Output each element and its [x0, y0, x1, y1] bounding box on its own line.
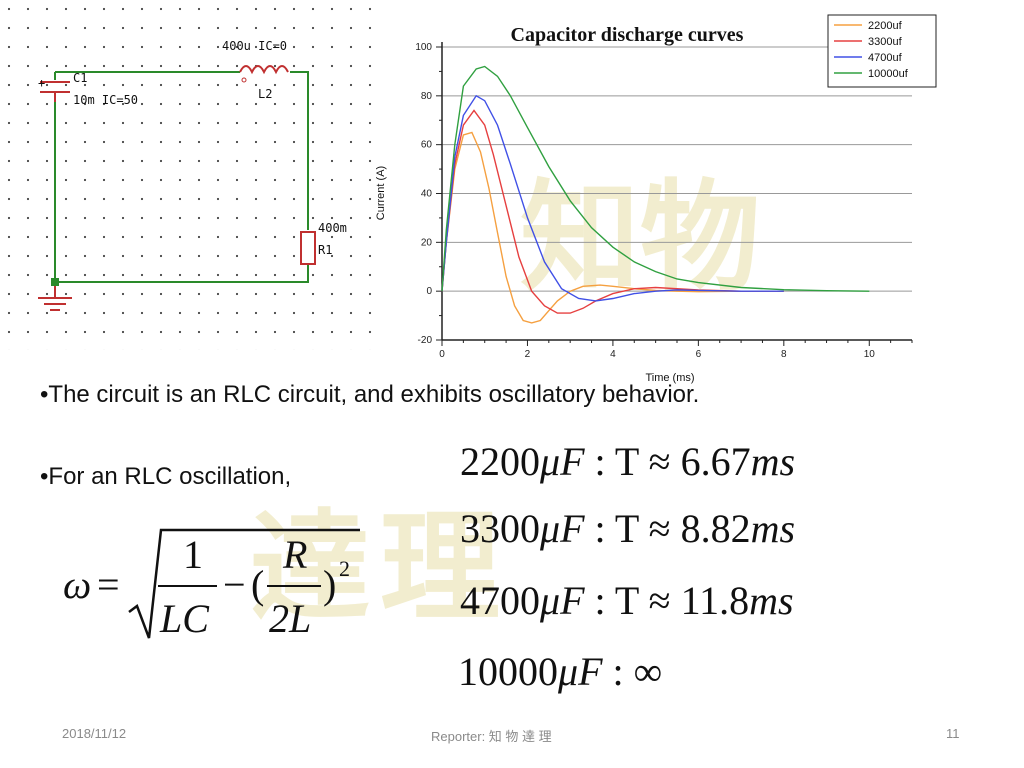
- watermark-char-1: 知: [520, 167, 640, 308]
- y-tick-label: 0: [426, 286, 432, 297]
- capacitor-plus: +: [38, 76, 45, 90]
- minus-sign: −: [223, 562, 246, 607]
- c1-name: C1: [73, 71, 87, 85]
- cap-value: 3300: [460, 506, 540, 551]
- x-tick-label: 0: [439, 349, 445, 360]
- y-tick-label: 40: [421, 189, 433, 200]
- period-unit: ms: [749, 578, 794, 623]
- period-unit: ms: [750, 506, 796, 551]
- y-tick-label: -20: [418, 335, 433, 346]
- inductor-l2: [239, 65, 289, 75]
- r1-value: 400m: [318, 221, 347, 235]
- inductor-dot: [241, 77, 247, 83]
- legend-label: 10000uf: [868, 68, 909, 80]
- x-tick-label: 8: [781, 349, 787, 360]
- watermark-char-3: 達: [250, 497, 370, 638]
- paren-open: (: [251, 562, 264, 607]
- omega-symbol: ω: [63, 562, 91, 607]
- c1-value: 10m IC=50: [73, 93, 138, 107]
- footer-date: 2018/11/12: [62, 726, 127, 741]
- equals-sign: =: [97, 562, 120, 607]
- y-tick-label: 100: [415, 42, 432, 53]
- circuit-wires: [54, 71, 309, 283]
- cap-value: 4700: [460, 578, 540, 623]
- period-unit: ms: [750, 439, 796, 484]
- paren-close: ): [323, 562, 336, 607]
- x-tick-label: 2: [525, 349, 531, 360]
- period-text: : T ≈ 6.67: [594, 439, 751, 484]
- l2-name: L2: [258, 87, 272, 101]
- period-text: : T ≈ 8.82: [594, 506, 751, 551]
- capacitor-c1: [40, 81, 70, 102]
- watermark-char-4: 理: [380, 497, 500, 638]
- superscript-two: 2: [339, 556, 350, 581]
- period-text: : T ≈ 11.8: [594, 578, 750, 623]
- bullet-rlc-oscillation: •For an RLC oscillation,: [40, 463, 292, 490]
- series-line-4700uf: [441, 94, 784, 302]
- y-axis-label: Current (A): [375, 166, 387, 220]
- denominator-2l: 2L: [269, 596, 311, 641]
- footer-reporter: Reporter: 知 物 達 理: [431, 729, 552, 744]
- period-2200: 2200μF : T ≈ 6.67ms: [460, 438, 795, 485]
- l2-value: 400u IC=0: [222, 39, 287, 53]
- y-tick-label: 80: [421, 91, 433, 102]
- cap-value: 2200: [460, 439, 540, 484]
- schematic-grid: [0, 0, 380, 350]
- x-tick-label: 10: [864, 349, 876, 360]
- legend-label: 2200uf: [868, 20, 903, 32]
- y-tick-label: 60: [421, 140, 433, 151]
- numerator-one: 1: [183, 532, 203, 577]
- cap-unit: μF: [540, 578, 585, 623]
- circuit-schematic: + C1 10m IC=50 400u IC=0 L2 400m R1: [0, 0, 380, 350]
- sqrt-sign: [128, 528, 360, 639]
- ground-node: [51, 278, 59, 286]
- series-line-10000uf: [441, 65, 870, 292]
- bullet-rlc-circuit: •The circuit is an RLC circuit, and exhi…: [40, 381, 700, 408]
- cap-unit: μF: [540, 506, 585, 551]
- legend-label: 3300uf: [868, 36, 903, 48]
- period-4700: 4700μF : T ≈ 11.8ms: [460, 577, 794, 624]
- series-line-2200uf: [441, 131, 784, 324]
- cap-unit: μF: [540, 439, 585, 484]
- denominator-lc: LC: [159, 596, 210, 641]
- y-tick-label: 20: [421, 237, 433, 248]
- discharge-chart: -20 0 20 40 60 80 100 0 2 4 6 8 10 Capacitor discharg…: [375, 14, 937, 384]
- series-line-3300uf: [441, 109, 784, 314]
- ground-icon: [38, 286, 72, 311]
- period-3300: 3300μF : T ≈ 8.82ms: [460, 505, 795, 552]
- x-axis-label: Time (ms): [645, 372, 694, 384]
- cap-unit: μF: [558, 649, 603, 694]
- cap-value: 10000: [458, 649, 558, 694]
- resistor-r1: [300, 231, 316, 265]
- x-tick-label: 4: [610, 349, 616, 360]
- x-tick-label: 6: [696, 349, 702, 360]
- watermark-char-2: 物: [640, 167, 760, 308]
- r1-name: R1: [318, 243, 332, 257]
- omega-formula: ω = 1 LC − ( R 2L ) 2: [63, 528, 360, 641]
- period-10000: 10000μF : ∞: [458, 648, 662, 695]
- legend-box: [827, 14, 937, 88]
- legend-label: 4700uf: [868, 52, 903, 64]
- chart-title: Capacitor discharge curves: [511, 24, 744, 46]
- footer-page-number: 11: [946, 726, 960, 741]
- period-text: : ∞: [612, 649, 663, 694]
- numerator-r: R: [282, 532, 307, 577]
